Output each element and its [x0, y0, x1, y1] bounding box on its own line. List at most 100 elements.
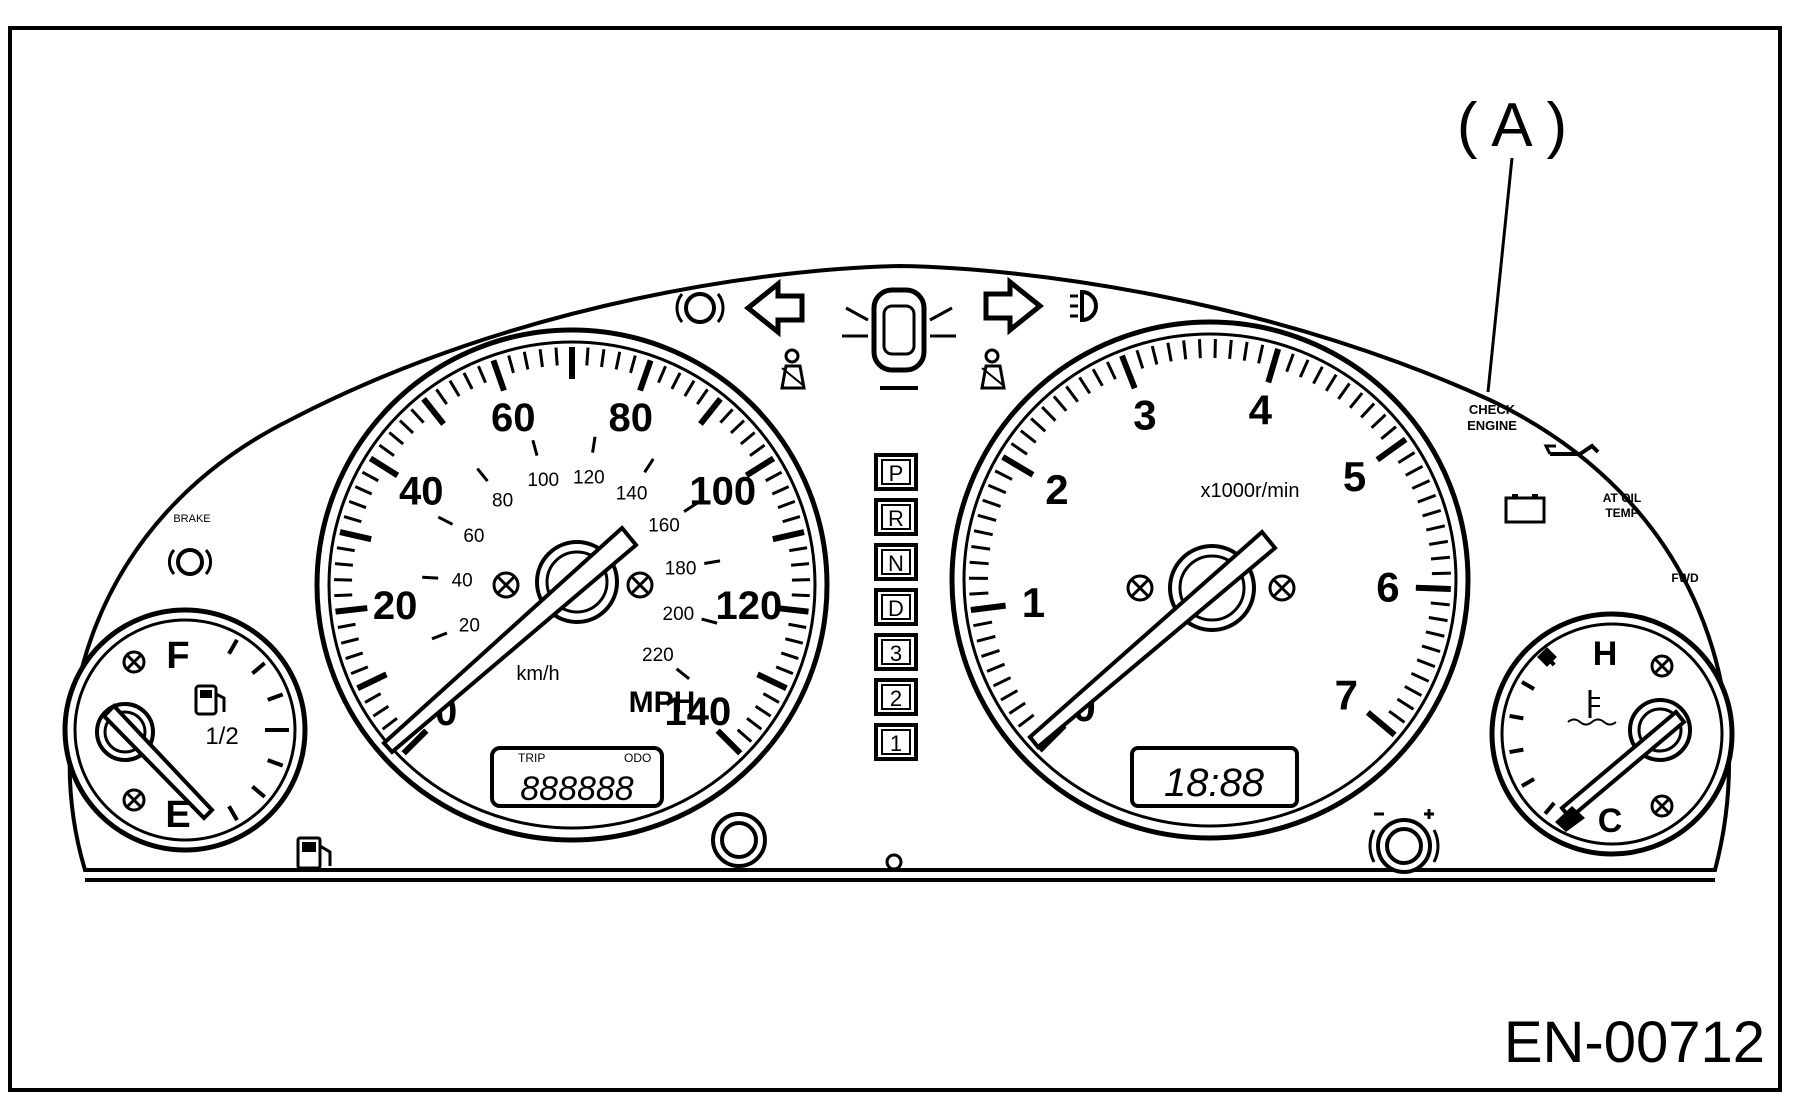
fuel-gauge-ticks [227, 638, 289, 822]
speedometer-tick [729, 419, 746, 435]
gear-label: N [888, 551, 904, 576]
mph-label: 140 [664, 690, 731, 734]
mph-unit-label: MPH [629, 686, 696, 719]
figure-frame [8, 26, 1782, 1092]
tachometer-tick [1348, 392, 1364, 409]
mph-label: 100 [689, 469, 756, 513]
tachometer-tick [971, 544, 991, 551]
speedometer-tick [337, 622, 356, 629]
right-turn-arrow-icon [983, 276, 1045, 336]
fuel-gauge-tick [227, 805, 239, 822]
low-fuel-icon [296, 836, 332, 870]
speedometer-tick [410, 408, 425, 424]
speedometer-bezel-inner [327, 340, 817, 830]
speedometer-tick [777, 499, 796, 510]
gear-label: P [889, 461, 904, 486]
tachometer-tick [1421, 644, 1441, 654]
kmh-label: 160 [648, 516, 680, 537]
tachometer-tick [1411, 479, 1431, 490]
speedometer-tick [522, 351, 530, 370]
kmh-tick [701, 617, 718, 625]
tachometer-tick [1030, 417, 1047, 433]
tachometer-needle [1027, 529, 1278, 750]
speedometer-tick [368, 455, 400, 478]
at-oil-temp-label-line1: AT OIL [1603, 491, 1641, 505]
speedometer-tick [739, 431, 756, 446]
callout-label-a: ( A ) [1457, 91, 1567, 160]
speedometer-tick [554, 347, 559, 366]
tachometer-tick [1008, 701, 1027, 715]
temp-gauge-tick [1520, 777, 1536, 788]
speedometer-tick [490, 359, 507, 392]
speedometer-tick [780, 651, 799, 660]
door-open-car-icon [842, 287, 956, 390]
tachometer-label: 1 [1022, 579, 1045, 626]
speedometer-screw-left [492, 571, 520, 599]
tachometer-screw-left [1126, 574, 1154, 602]
fuel-gauge-tick [251, 661, 266, 675]
speedometer-tick [744, 455, 776, 478]
temp-gauge-bezel-inner [1500, 622, 1724, 846]
speedometer-tick [401, 728, 429, 756]
speedometer-tick [381, 717, 398, 731]
kmh-tick [531, 439, 539, 457]
speedometer-tick [657, 365, 667, 384]
gear-box-inner [881, 639, 911, 665]
speedometer-tick [719, 408, 734, 424]
gear-box-inner [881, 459, 911, 485]
tachometer: 01234567 x1000r/min 18:88 [949, 319, 1471, 841]
odometer-caption-trip: TRIP [518, 751, 545, 765]
kmh-tick [643, 458, 655, 474]
temp-gauge-tick [1509, 747, 1524, 755]
tachometer-tick [980, 649, 1000, 658]
tachometer-tick [1019, 429, 1037, 444]
speedometer-tick [336, 546, 355, 553]
kmh-label: 20 [459, 615, 480, 636]
speedometer-tick [762, 692, 780, 704]
speedometer-tick [614, 351, 622, 370]
tachometer-tick [1405, 465, 1424, 477]
trip-reset-knob-icon [711, 812, 767, 868]
gear-box-inner [881, 549, 911, 575]
mph-label: 20 [373, 584, 418, 628]
tachometer-tick [1415, 584, 1451, 593]
tachometer-tick [1265, 347, 1282, 384]
tachometer-screw-right [1268, 574, 1296, 602]
kmh-label: 100 [527, 470, 559, 491]
kmh-label: 80 [492, 491, 513, 512]
speedometer-tick [736, 728, 753, 743]
tachometer-tick [1150, 345, 1159, 365]
tachometer-tick [1388, 709, 1406, 724]
brake-warning-icon [675, 292, 725, 324]
tachometer-tick [1197, 339, 1202, 359]
speedometer-tick [372, 704, 390, 718]
abs-warning-icon [167, 548, 213, 576]
check-engine-label-line2: ENGINE [1467, 418, 1517, 433]
at-oil-temp-label-line2: TEMP [1605, 506, 1638, 520]
fuel-screw-bottom [122, 788, 146, 812]
speedometer-tick [754, 704, 772, 718]
tachometer-tick [1166, 342, 1173, 362]
tachometer-tick [1312, 366, 1324, 385]
speedometer-tick [683, 379, 696, 397]
tachometer-tick [1337, 382, 1351, 400]
speedometer-tick [350, 665, 369, 675]
tachometer-tick [1228, 339, 1233, 360]
speedometer-tick [775, 665, 794, 675]
gear-label: D [888, 596, 904, 621]
dimmer-knob-icon [1368, 809, 1440, 874]
kmh-tick [675, 667, 691, 680]
temp-gauge-tick [1543, 801, 1556, 815]
callout-leader-line [1486, 157, 1514, 393]
speedometer-tick [334, 562, 354, 567]
gear-label: 2 [890, 686, 902, 711]
temp-gauge-tick [1509, 713, 1524, 721]
tachometer-labels: 01234567 [1022, 386, 1400, 730]
speedometer-tick [715, 728, 743, 756]
tachometer-tick [1078, 376, 1092, 395]
kmh-label: 140 [616, 484, 648, 505]
speedometer-tick [585, 347, 590, 366]
speedometer-tick [348, 499, 367, 510]
